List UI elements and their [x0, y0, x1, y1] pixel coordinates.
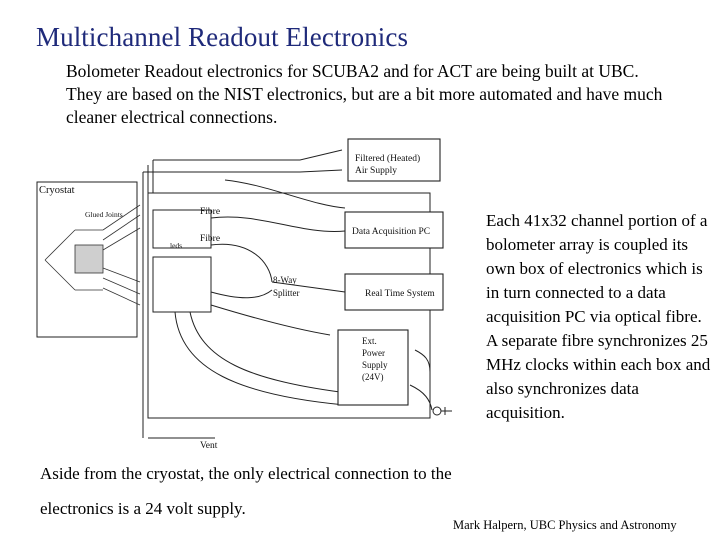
power-supply-label-3: Supply: [362, 360, 388, 370]
page-title: Multichannel Readout Electronics: [36, 22, 409, 52]
author-credit: Mark Halpern, UBC Physics and Astronomy: [453, 518, 677, 532]
filtered-air-supply-box: [347, 138, 441, 182]
bottom-paragraph: Aside from the cryostat, the only electr…: [40, 464, 452, 518]
filtered-air-label-2: Air Supply: [355, 166, 397, 176]
detector-array: [44, 204, 141, 306]
external-power-supply-box: [337, 329, 409, 406]
daq-pc-label: Data Acquisition PC: [352, 227, 430, 237]
cryostat-label: Cryostat: [39, 185, 75, 196]
fibre-label-mid: Fibre: [200, 234, 220, 244]
glued-joints-label: Glued Joints: [85, 210, 123, 219]
leds-label: leds: [170, 241, 182, 250]
real-time-system-label: Real Time System: [365, 289, 435, 299]
data-acquisition-pc-box: [344, 211, 444, 249]
fibre-label-top: Fibre: [200, 207, 220, 217]
real-time-system-box: [344, 273, 444, 311]
splitter-label-2: Splitter: [273, 288, 300, 298]
readout-board-2: [152, 256, 212, 313]
power-supply-label-1: Ext.: [362, 336, 377, 346]
power-supply-label-4: (24V): [362, 372, 384, 382]
intro-paragraph: Bolometer Readout electronics for SCUBA2…: [66, 61, 663, 127]
splitter-label-1: 8-Way: [273, 275, 297, 285]
filtered-air-label-1: Filtered (Heated): [355, 153, 420, 164]
side-paragraph: Each 41x32 channel portion of a bolomete…: [486, 211, 711, 422]
cryostat-box: [36, 181, 138, 338]
readout-board-1: [152, 209, 212, 249]
vent-label: Vent: [200, 441, 218, 451]
power-supply-label-2: Power: [362, 348, 385, 358]
